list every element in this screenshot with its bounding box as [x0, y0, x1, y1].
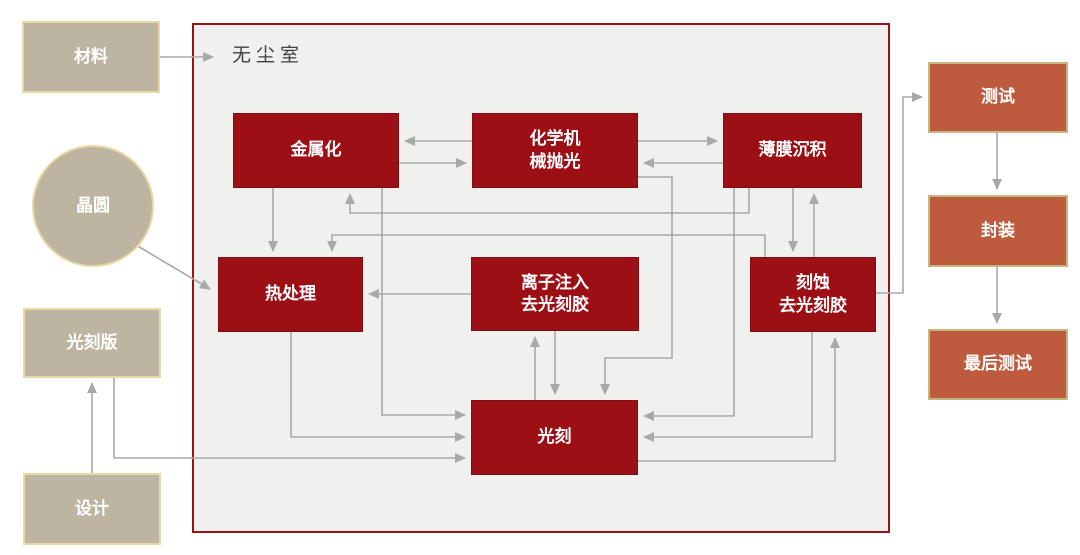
node-thin-film-deposition: 薄膜沉积	[723, 113, 862, 188]
node-test: 测试	[928, 62, 1068, 133]
node-design-label: 设计	[75, 498, 109, 518]
node-wafer: 晶圆	[32, 145, 154, 267]
node-photomask: 光刻版	[23, 308, 161, 378]
node-packaging: 封装	[928, 195, 1068, 267]
node-materials-label: 材料	[74, 46, 108, 66]
node-cmp: 化学机 械抛光	[472, 113, 638, 188]
node-ion-implant-strip: 离子注入 去光刻胶	[471, 257, 639, 331]
node-packaging-label: 封装	[981, 220, 1015, 240]
node-thermal-processing-label: 热处理	[265, 284, 316, 304]
node-thermal-processing: 热处理	[218, 257, 363, 332]
node-cmp-label: 化学机 械抛光	[529, 129, 581, 171]
node-ion-implant-strip-label: 离子注入 去光刻胶	[521, 272, 589, 314]
node-final-test: 最后测试	[928, 329, 1068, 400]
node-photolithography-label: 光刻	[537, 427, 572, 447]
node-thin-film-deposition-label: 薄膜沉积	[758, 140, 827, 160]
node-design: 设计	[23, 473, 161, 545]
node-etch-strip-label: 刻蚀 去光刻胶	[779, 273, 847, 315]
node-photomask-label: 光刻版	[66, 332, 118, 352]
node-photolithography: 光刻	[471, 400, 638, 475]
node-materials: 材料	[22, 21, 160, 93]
clean-room-label: 无尘室	[232, 45, 305, 66]
node-wafer-label: 晶圆	[76, 195, 110, 215]
node-metallization-label: 金属化	[290, 140, 342, 160]
node-test-label: 测试	[981, 87, 1015, 107]
node-etch-strip: 刻蚀 去光刻胶	[750, 257, 876, 332]
node-final-test-label: 最后测试	[964, 354, 1032, 374]
node-metallization: 金属化	[233, 113, 399, 188]
